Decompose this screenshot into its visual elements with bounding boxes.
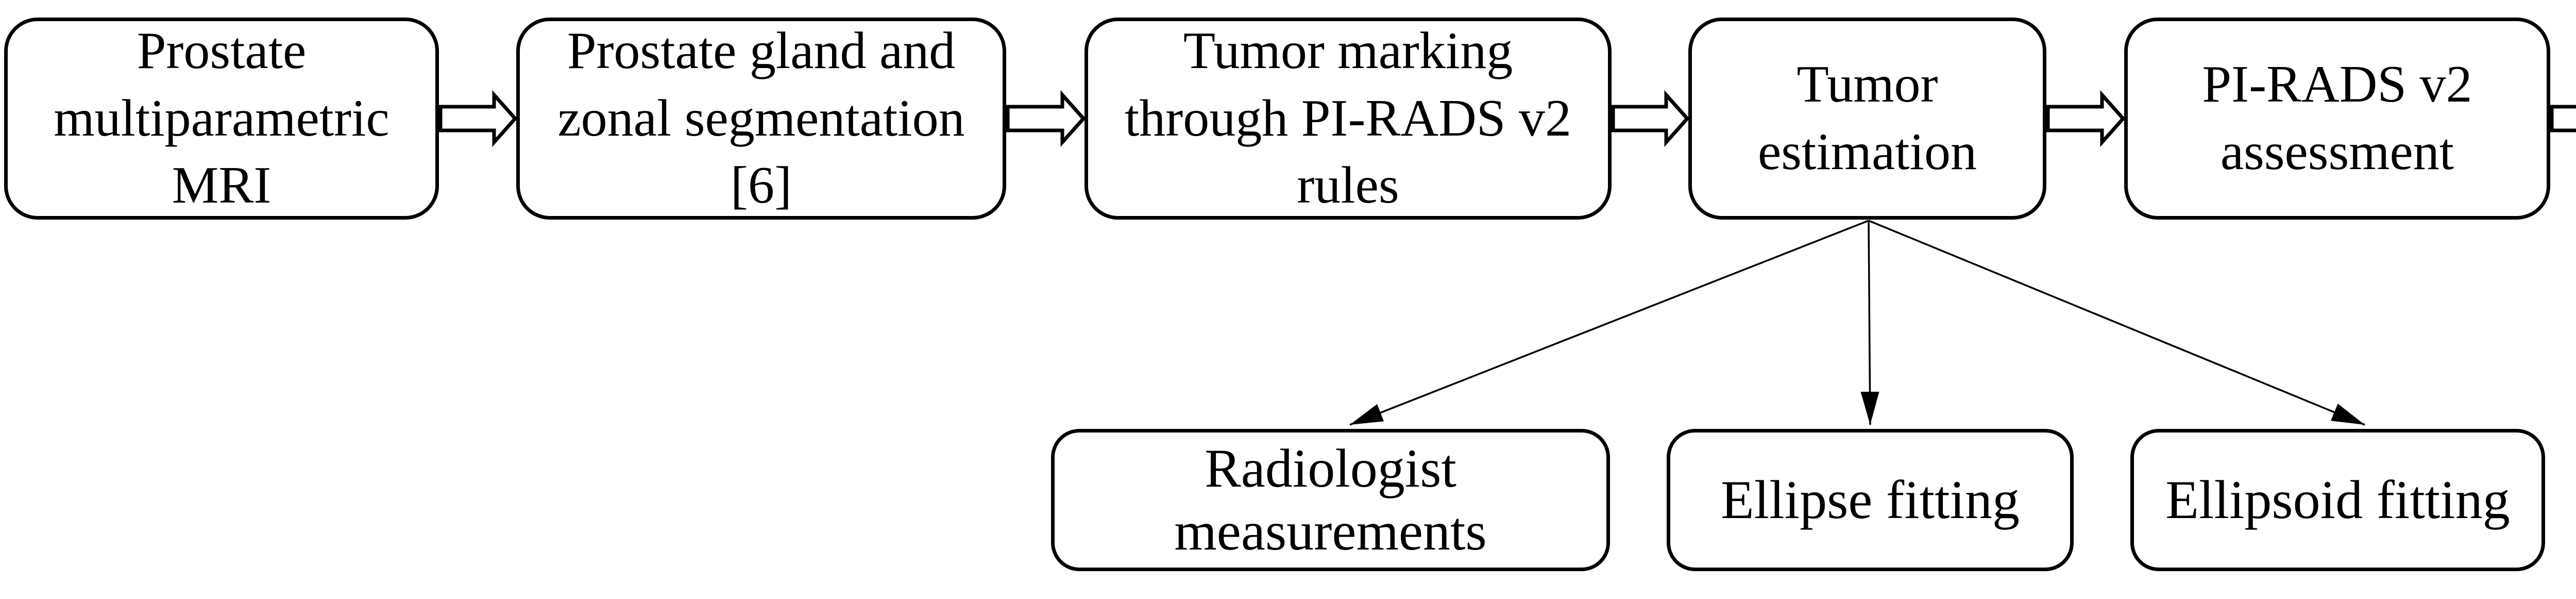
branch-arrow-icon	[1868, 220, 2365, 426]
flow-box-label: PI-RADS v2 assessment	[2202, 55, 2472, 181]
flow-box-label: Tumor marking through PI-RADS v2 rules	[1124, 22, 1572, 215]
method-box-label: Radiologist measurements	[1174, 438, 1487, 561]
flow-box-label: Tumor estimation	[1758, 55, 1977, 181]
branch-arrow-icon	[1860, 220, 1879, 425]
flow-box-prostate-mri: Prostate multiparametric MRI	[4, 18, 439, 220]
flow-arrow-icon	[2046, 90, 2126, 147]
method-box-ellipsoid-fitting: Ellipsoid fitting	[2130, 429, 2545, 571]
flow-arrow-icon	[1006, 90, 1086, 147]
flow-box-segmentation: Prostate gland and zonal segmentation [6…	[516, 18, 1006, 220]
method-box-label: Ellipse fitting	[1721, 470, 2020, 530]
flow-arrow-icon	[438, 90, 518, 147]
flow-box-pirads-assessment: PI-RADS v2 assessment	[2124, 18, 2550, 220]
method-box-radiologist-measurements: Radiologist measurements	[1051, 429, 1610, 571]
flow-box-tumor-estimation: Tumor estimation	[1688, 18, 2046, 220]
branch-arrow-icon	[1349, 220, 1869, 426]
method-box-label: Ellipsoid fitting	[2165, 470, 2510, 530]
flow-box-label: Prostate multiparametric MRI	[54, 22, 389, 215]
flow-arrow-icon	[1611, 90, 1690, 147]
flow-box-label: Prostate gland and zonal segmentation [6…	[557, 22, 965, 215]
flow-box-tumor-marking: Tumor marking through PI-RADS v2 rules	[1084, 18, 1612, 220]
flow-arrow-icon	[2550, 105, 2576, 132]
method-box-ellipse-fitting: Ellipse fitting	[1667, 429, 2074, 571]
